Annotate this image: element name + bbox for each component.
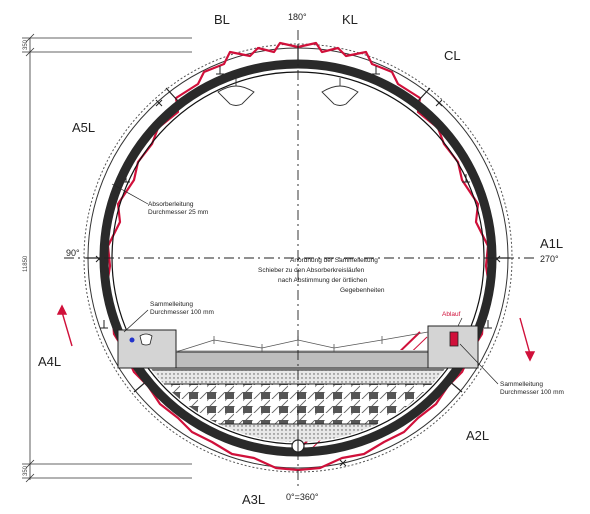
angle-right: 270° bbox=[540, 254, 559, 264]
absorber-diameter-label: Durchmesser 25 mm bbox=[148, 209, 208, 216]
drain-label: Ablauf bbox=[442, 311, 461, 318]
carriageway bbox=[175, 351, 429, 369]
flow-arrow-left bbox=[56, 304, 73, 347]
dim-bottom: 350 bbox=[23, 465, 29, 476]
label-a4l: A4L bbox=[38, 354, 61, 369]
collector-right-label: Sammelleitung bbox=[500, 381, 543, 388]
collector-left-diameter: Durchmesser 100 mm bbox=[150, 309, 214, 316]
label-kl: KL bbox=[342, 12, 358, 27]
angle-left: 90° bbox=[66, 248, 80, 258]
label-a3l: A3L bbox=[242, 492, 265, 507]
right-curb bbox=[427, 325, 479, 369]
left-curb bbox=[117, 329, 177, 369]
dim-diameter: 11850 bbox=[23, 255, 29, 272]
label-bl: BL bbox=[214, 12, 230, 27]
arrangement-note-1: Anordnung der Sammelleitung bbox=[290, 257, 378, 264]
angle-top: 180° bbox=[288, 12, 307, 22]
absorber-line-label: Absorberleitung bbox=[148, 201, 194, 208]
arrangement-note-2: Schieber zu den Absorberkreisläufen bbox=[258, 267, 365, 274]
ceiling-fans bbox=[217, 78, 359, 106]
label-a2l: A2L bbox=[466, 428, 489, 443]
collector-right-diameter: Durchmesser 100 mm bbox=[500, 389, 564, 396]
label-cl: CL bbox=[444, 48, 461, 63]
label-a1l: A1L bbox=[540, 236, 563, 251]
invert-fill bbox=[114, 350, 482, 442]
centre-lines bbox=[64, 30, 538, 488]
arrangement-note-4: Gegebenheiten bbox=[340, 287, 385, 294]
collector-left-label: Sammelleitung bbox=[150, 301, 193, 308]
surface-tick-marks bbox=[213, 336, 383, 352]
angle-bottom: 0°=360° bbox=[286, 492, 319, 502]
left-collector-point bbox=[129, 337, 135, 343]
dimension-lines bbox=[22, 33, 192, 483]
arrangement-note-3: nach Abstimmung der örtlichen bbox=[278, 277, 368, 284]
dim-top: 350 bbox=[23, 39, 29, 50]
label-a5l: A5L bbox=[72, 120, 95, 135]
leader-lines bbox=[111, 183, 499, 385]
flow-arrow-right bbox=[519, 317, 536, 362]
